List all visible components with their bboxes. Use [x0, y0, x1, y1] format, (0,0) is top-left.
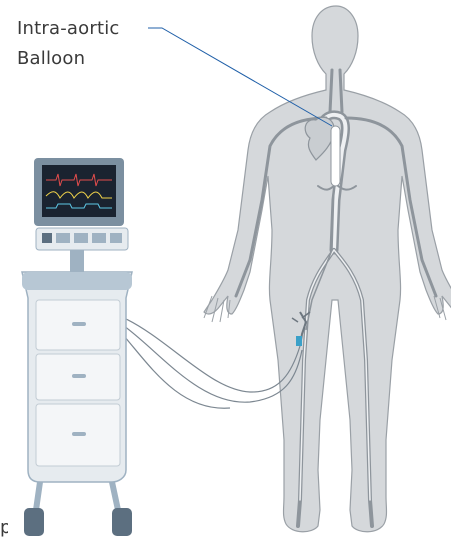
iabp-console: [22, 158, 132, 536]
carotid-right: [340, 70, 342, 112]
carotid-left: [330, 70, 332, 112]
balloon-label-line-1: Intra-aortic: [17, 18, 120, 40]
pump-label-fragment: p: [0, 517, 8, 539]
cart-wheel: [24, 508, 44, 536]
body-silhouette: [204, 6, 451, 532]
human-body: [204, 6, 451, 532]
monitor-screen-icon: [42, 165, 116, 217]
cart-wheel: [112, 508, 132, 536]
balloon-label-line-2: Balloon: [17, 48, 85, 70]
